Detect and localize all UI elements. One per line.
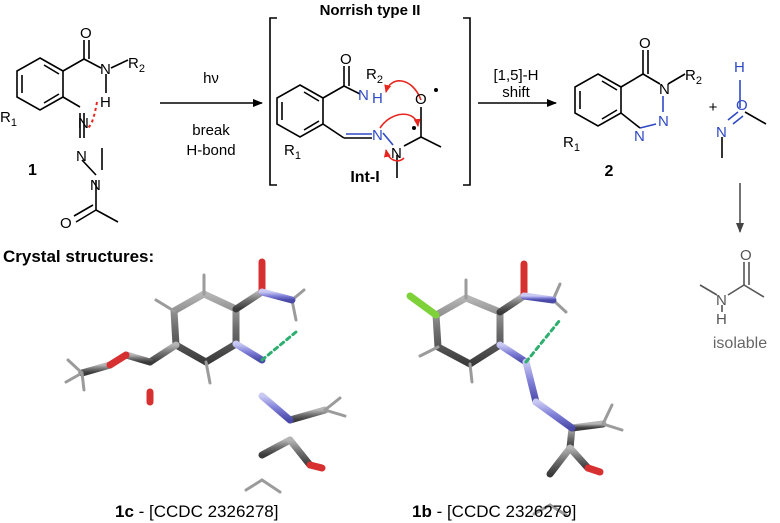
condition-hbond: H-bond <box>186 142 235 159</box>
condition-break: break <box>192 122 230 139</box>
int-atom-h-blue: H <box>372 90 383 107</box>
left-bracket <box>269 17 277 186</box>
prod-atom-n2: N <box>658 113 669 130</box>
amide-atom-n: N <box>716 292 727 309</box>
compound-1-label: 1 <box>28 162 37 179</box>
prod-atom-o: O <box>639 35 651 52</box>
prod-atom-r1: R1 <box>563 134 580 154</box>
plus-sign: + <box>709 99 718 116</box>
shift-label-1: [1,5]-H <box>493 67 538 84</box>
radical-dot-oxygen <box>434 88 438 92</box>
isolable-amide-structure <box>699 262 765 312</box>
int-atom-o-radical: O <box>415 91 427 108</box>
intermediate-label: Int-I <box>350 169 379 186</box>
electron-arrows <box>379 80 422 162</box>
int-atom-n-azo1: N <box>372 127 383 144</box>
int-atom-n-azo2: N <box>391 145 402 162</box>
byprod-atom-h: H <box>734 59 745 76</box>
prod-atom-r2: R2 <box>685 67 702 87</box>
atom-r1: R1 <box>0 109 17 129</box>
radical-dot-carbon <box>412 126 416 130</box>
prod-atom-n1: N <box>634 128 645 145</box>
compound-1-structure <box>16 40 129 223</box>
amide-atom-o: O <box>740 247 752 264</box>
hydrogen-bond-dashed-arc <box>87 101 98 129</box>
crystal-1c-caption: 1c - [CCDC 2326278] <box>115 502 279 521</box>
atom-n-middle: N <box>76 148 87 165</box>
int-atom-n-blue: N <box>358 87 369 104</box>
atom-r2: R2 <box>128 55 145 75</box>
int-atom-r1: R1 <box>284 142 301 162</box>
condition-hv: hν <box>203 70 219 87</box>
shift-label-2: shift <box>502 84 530 101</box>
amide-atom-h: H <box>716 311 727 328</box>
byprod-atom-o: O <box>736 97 748 114</box>
atom-h: H <box>100 94 111 111</box>
byprod-atom-n: N <box>716 124 727 141</box>
byproduct-structure <box>721 80 767 158</box>
int-atom-r2: R2 <box>366 66 383 86</box>
crystal-1b-caption: 1b - [CCDC 2326279] <box>412 502 576 521</box>
atom-n-amide: N <box>90 177 101 194</box>
atom-o: O <box>80 25 92 42</box>
prod-atom-n3: N <box>659 81 670 98</box>
atom-n-azo: N <box>78 115 89 132</box>
crystal-heading: Crystal structures: <box>3 247 154 266</box>
isolable-label: isolable <box>713 335 767 352</box>
atom-o-amide: O <box>60 215 72 232</box>
bracket-title: Norrish type II <box>320 2 421 19</box>
crystal-structure-1b <box>406 260 624 517</box>
int-atom-o: O <box>340 51 352 68</box>
product-2-label: 2 <box>605 163 614 180</box>
intermediate-structure <box>276 66 442 178</box>
product-2-structure <box>574 50 686 129</box>
crystal-structure-1c <box>64 258 347 494</box>
right-bracket <box>463 17 471 186</box>
atom-n: N <box>100 61 111 78</box>
